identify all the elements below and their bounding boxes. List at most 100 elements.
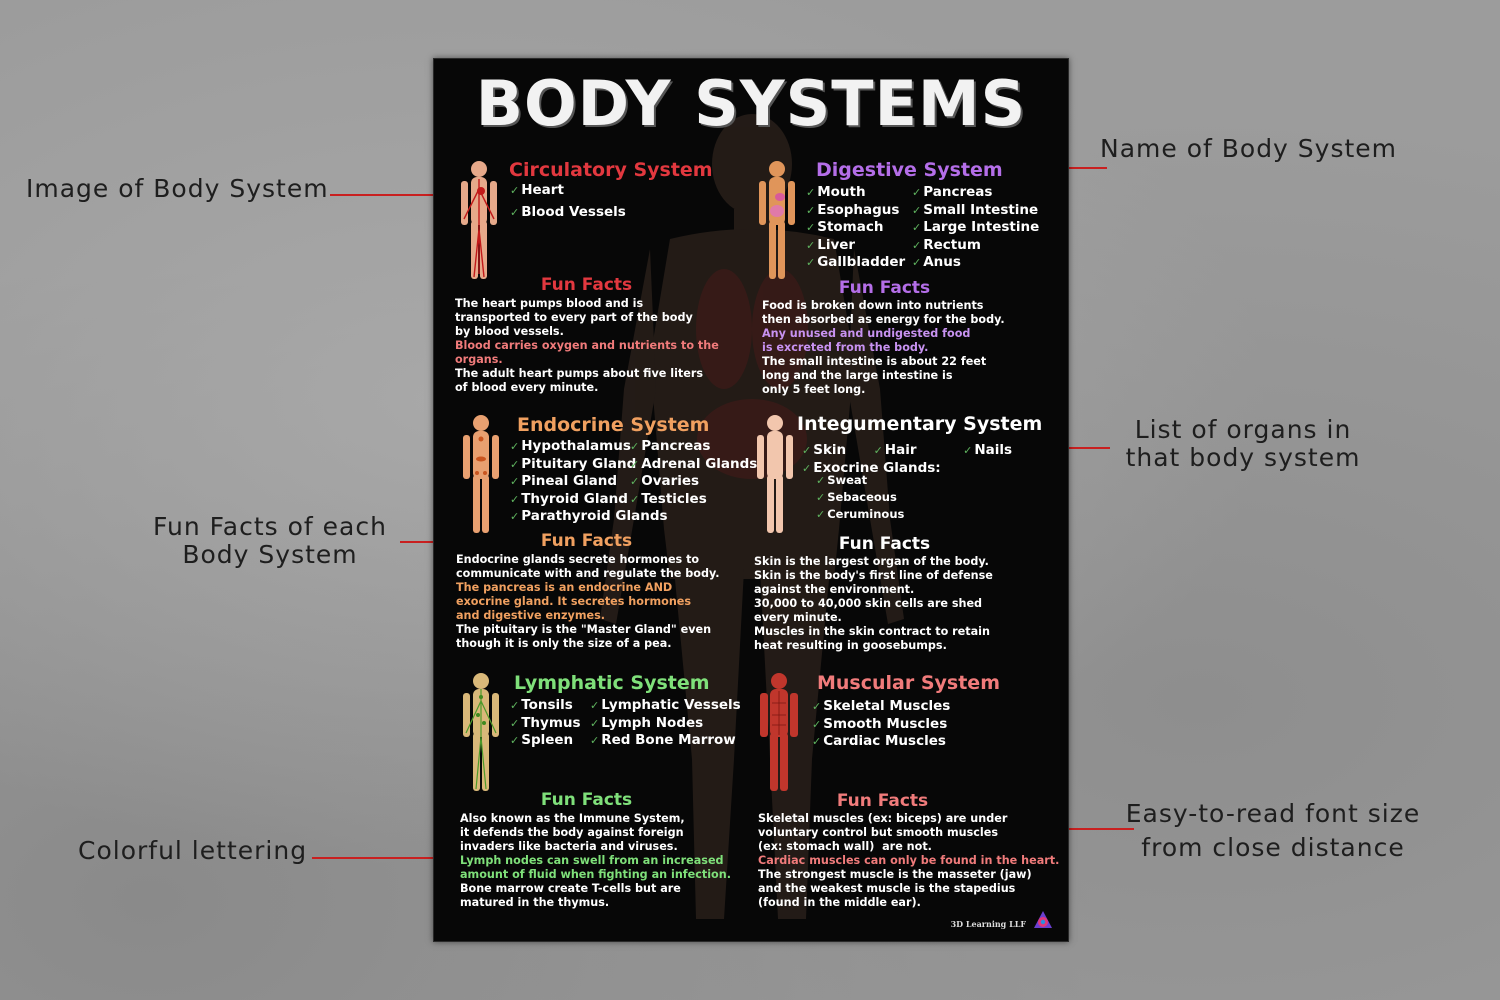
fact-line: Skeletal muscles (ex: biceps) are under (758, 812, 1008, 825)
fact-line: Also known as the Immune System, (460, 812, 685, 825)
organ-item: Lymphatic Vessels (590, 697, 740, 715)
organ-item: Mouth (806, 184, 905, 202)
endocrine-organ-list-a: Hypothalamus Pituitary Gland Pineal Glan… (510, 438, 668, 526)
fact-line: and the weakest muscle is the stapedius (758, 882, 1016, 895)
fact-line: transported to every part of the body (455, 311, 693, 324)
fact-line: Lymph nodes can swell from an increased (460, 854, 724, 867)
organ-item: Red Bone Marrow (590, 732, 741, 750)
organ-item: Heart (510, 182, 626, 200)
organ-item: Ovaries (630, 473, 757, 491)
organ-item: Cardiac Muscles (812, 733, 950, 751)
organ-item: Skeletal Muscles (812, 698, 950, 716)
fact-line: invaders like bacteria and viruses. (460, 840, 678, 853)
circulatory-organ-list: Heart Blood Vessels (510, 182, 626, 221)
fact-line: (found in the middle ear). (758, 896, 921, 909)
fact-line: is excreted from the body. (762, 341, 929, 354)
organ-item: Gallbladder (806, 254, 905, 272)
fact-line: against the environment. (754, 583, 915, 596)
integumentary-gland-list: Sweat Sebaceous Ceruminous (802, 472, 904, 523)
digestive-fun-facts-heading: Fun Facts (838, 278, 931, 298)
callout-text: Easy-to-read font size (1125, 799, 1421, 828)
callout-fun-facts: Fun Facts of each Body System (140, 513, 400, 569)
fact-line: voluntary control but smooth muscles (758, 826, 999, 839)
callout-text: that body system (1125, 443, 1361, 472)
organ-item: Parathyroid Glands (510, 508, 667, 526)
leader-line (1016, 828, 1134, 830)
digestive-figure (759, 161, 795, 279)
organ-item: Stomach (806, 219, 905, 237)
callout-text: Colorful lettering (78, 836, 308, 865)
organ-item: Hypothalamus (510, 438, 668, 456)
organ-item: Blood Vessels (510, 204, 626, 222)
fact-line: organs. (455, 353, 503, 366)
muscular-fun-facts: Skeletal muscles (ex: biceps) are under … (758, 812, 1059, 910)
callout-text: Fun Facts of each (153, 512, 387, 541)
muscular-fun-facts-heading: Fun Facts (836, 791, 929, 811)
organ-item: Pineal Gland (510, 473, 668, 491)
organ-item: Thymus (510, 715, 580, 733)
organ-item: Hair (874, 442, 958, 460)
integumentary-organ-list: Skin Hair Nails Exocrine Glands: (802, 439, 1012, 477)
endocrine-title: Endocrine System (517, 414, 710, 436)
integumentary-title: Integumentary System (797, 413, 1043, 435)
lymphatic-title: Lymphatic System (514, 672, 710, 694)
digestive-title: Digestive System (816, 159, 1003, 181)
fact-line: Food is broken down into nutrients (762, 299, 984, 312)
fact-line: The strongest muscle is the masseter (ja… (758, 868, 1032, 881)
muscular-organ-list: Skeletal Muscles Smooth Muscles Cardiac … (812, 698, 950, 751)
organ-item: Thyroid Gland (510, 491, 668, 509)
fact-line: Cardiac muscles can only be found in the… (758, 854, 1060, 867)
fact-line: heat resulting in goosebumps. (754, 639, 947, 652)
body-systems-poster: BODY SYSTEMS Circulatory System Heart Bl… (433, 58, 1069, 942)
organ-label: Hair (874, 442, 958, 460)
muscular-figure (760, 673, 798, 791)
fact-line: by blood vessels. (455, 325, 564, 338)
muscular-title: Muscular System (817, 672, 1000, 694)
lymphatic-fun-facts-heading: Fun Facts (540, 790, 633, 810)
circulatory-fun-facts: The heart pumps blood and is transported… (455, 297, 719, 395)
fact-line: Skin is the largest organ of the body. (754, 555, 989, 568)
integumentary-figure (757, 415, 793, 533)
fact-line: Skin is the body's first line of defense (754, 569, 993, 582)
digestive-fun-facts: Food is broken down into nutrients then … (762, 299, 1005, 397)
gland-item: Sweat (816, 472, 904, 489)
circulatory-figure (461, 161, 497, 279)
fact-line: of blood every minute. (455, 381, 599, 394)
poster-title: BODY SYSTEMS (475, 67, 1027, 140)
callout-text: List of organs in (1134, 415, 1352, 444)
gland-item: Sebaceous (816, 489, 904, 506)
fact-line: 30,000 to 40,000 skin cells are shed (754, 597, 983, 610)
fact-line: The heart pumps blood and is (455, 297, 644, 310)
publisher-credit: 3D Learning LLF (950, 919, 1026, 929)
lymphatic-organ-list-b: Lymphatic Vessels Lymph Nodes Red Bone M… (590, 697, 741, 750)
endocrine-figure (463, 415, 499, 533)
digestive-organ-list-b: Pancreas Small Intestine Large Intestine… (912, 184, 1039, 272)
organ-item: Rectum (912, 237, 1039, 255)
digestive-organ-list-a: Mouth Esophagus Stomach Liver Gallbladde… (806, 184, 905, 272)
circulatory-title: Circulatory System (509, 159, 713, 181)
organ-item: Pancreas (630, 438, 757, 456)
fact-line: matured in the thymus. (460, 896, 610, 909)
fact-line: The pituitary is the "Master Gland" even (456, 623, 712, 636)
fact-line: (ex: stomach wall) are not. (758, 840, 932, 853)
lymphatic-figure (463, 673, 499, 791)
publisher-logo-icon (1034, 911, 1052, 928)
organ-item: Adrenal Glands (630, 456, 757, 474)
lymphatic-fun-facts: Also known as the Immune System, it defe… (460, 812, 731, 910)
fact-line: Muscles in the skin contract to retain (754, 625, 990, 638)
organ-item: Spleen (510, 732, 581, 750)
callout-text: Body System (182, 540, 358, 569)
fact-line: every minute. (754, 611, 842, 624)
organ-item: Smooth Muscles (812, 716, 950, 734)
callout-image-of-body-system: Image of Body System (26, 175, 329, 203)
fact-line: it defends the body against foreign (460, 826, 684, 839)
callout-text: from close distance (1141, 833, 1405, 862)
gland-item: Ceruminous (816, 506, 904, 523)
callout-list-of-organs: List of organs in that body system (1118, 416, 1368, 472)
organ-item: Small Intestine (912, 202, 1039, 220)
callout-name-of-body-system: Name of Body System (1100, 135, 1397, 163)
fact-line: amount of fluid when fighting an infecti… (460, 868, 731, 881)
organ-item: Tonsils (510, 697, 581, 715)
fact-line: and digestive enzymes. (456, 609, 605, 622)
fact-line: then absorbed as energy for the body. (762, 313, 1005, 326)
